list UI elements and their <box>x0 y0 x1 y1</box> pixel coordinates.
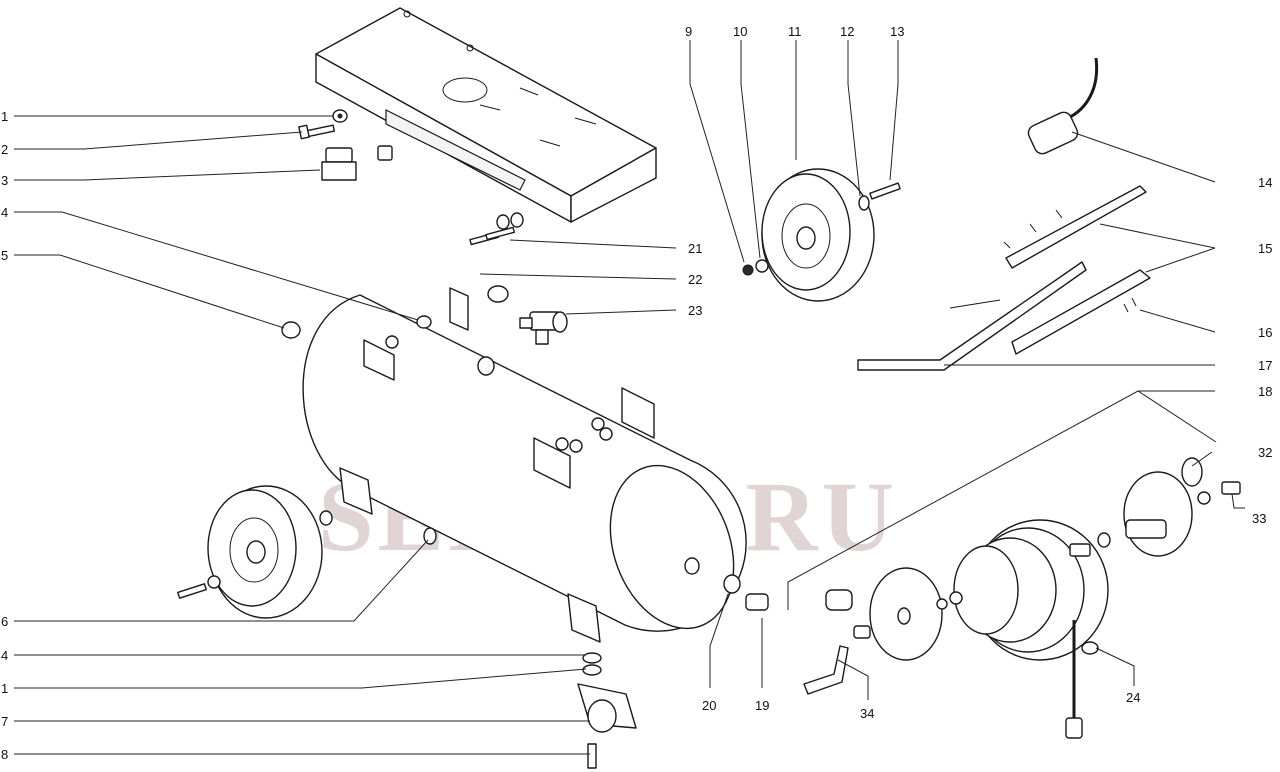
castor-wheel <box>577 652 637 769</box>
washer <box>332 109 348 123</box>
callout-34: 34 <box>860 706 874 721</box>
callout-10: 10 <box>733 24 747 39</box>
callout-4-top: 4 <box>1 205 8 220</box>
air-tank <box>302 287 747 643</box>
callout-9: 9 <box>685 24 692 39</box>
bolt <box>298 124 336 140</box>
power-cable-plug <box>1027 57 1099 155</box>
callout-20: 20 <box>702 698 716 713</box>
leader-lines <box>14 40 1245 755</box>
flex-hose <box>377 145 509 303</box>
callout-12: 12 <box>840 24 854 39</box>
callout-21: 21 <box>688 241 702 256</box>
callout-17: 17 <box>1258 358 1272 373</box>
callout-23: 23 <box>688 303 702 318</box>
callout-22: 22 <box>688 272 702 287</box>
callout-8: 8 <box>1 747 8 762</box>
drain-plug <box>281 321 301 339</box>
callout-33: 33 <box>1252 511 1266 526</box>
callout-1-bottom: 1 <box>1 681 8 696</box>
callout-5: 5 <box>1 248 8 263</box>
callout-13: 13 <box>890 24 904 39</box>
handle-assembly <box>857 185 1151 371</box>
callout-6: 6 <box>1 614 8 629</box>
callout-19: 19 <box>755 698 769 713</box>
nut-fitting <box>321 147 357 181</box>
callout-7: 7 <box>1 714 8 729</box>
wheel-left <box>177 485 333 619</box>
wheel-right <box>742 168 901 302</box>
callout-3: 3 <box>1 173 8 188</box>
mounting-bracket <box>315 7 657 223</box>
callout-labels: 1 2 3 4 5 6 4 1 7 8 9 10 11 12 13 14 15 … <box>1 24 1272 762</box>
connector-fitting <box>745 593 769 611</box>
bolts-with-washers <box>469 212 524 246</box>
callout-24: 24 <box>1126 690 1140 705</box>
safety-valve <box>519 311 568 345</box>
hose-reel <box>803 457 1241 739</box>
nipple-fitting <box>723 574 741 594</box>
callout-14: 14 <box>1258 175 1272 190</box>
callout-18: 18 <box>1258 384 1272 399</box>
callout-2: 2 <box>1 142 8 157</box>
callout-4-bottom: 4 <box>1 648 8 663</box>
callout-32: 32 <box>1258 445 1272 460</box>
callout-1-top: 1 <box>1 109 8 124</box>
callout-16: 16 <box>1258 325 1272 340</box>
callout-11: 11 <box>788 24 802 39</box>
callout-15: 15 <box>1258 241 1272 256</box>
